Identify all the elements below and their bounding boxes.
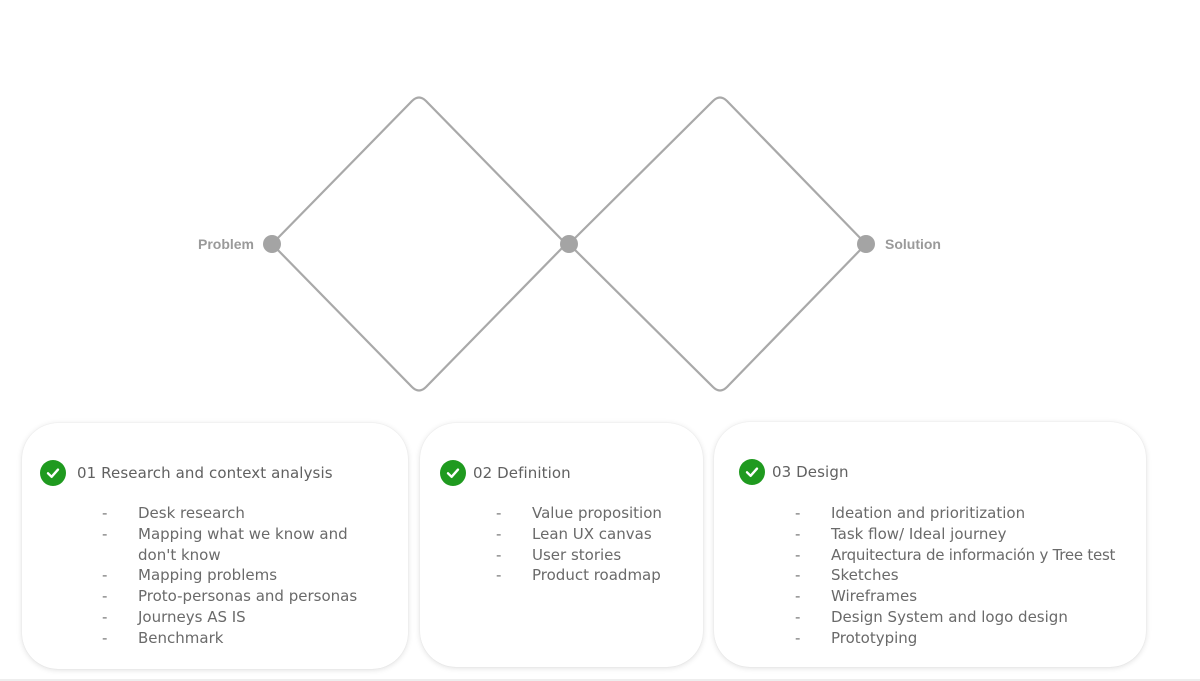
list-item: -Value proposition: [496, 504, 662, 522]
list-item-text: Arquitectura de información y Tree test: [831, 545, 1116, 564]
bottom-divider: [0, 679, 1200, 681]
phase-title: 01 Research and context analysis: [77, 464, 333, 482]
list-item: -Ideation and prioritization: [795, 504, 1026, 522]
list-item-text: Task flow/ Ideal journey: [831, 524, 1007, 543]
list-item-text: Journeys AS IS: [138, 607, 246, 626]
phase-title: 02 Definition: [473, 464, 571, 482]
list-item: -Mapping problems: [102, 566, 278, 585]
list-item-text: Proto-personas and personas: [138, 587, 358, 606]
phase-task-list: -Ideation and prioritization -Task flow/…: [795, 503, 1140, 649]
list-item: -Wireframes: [795, 587, 918, 606]
list-item: -Benchmark: [102, 628, 224, 647]
list-item-text: Prototyping: [831, 628, 918, 647]
list-item: -Product roadmap: [496, 566, 661, 585]
list-item-text: Mapping problems: [138, 566, 278, 585]
list-item-text: Product roadmap: [532, 566, 661, 585]
list-item: -User stories: [496, 545, 622, 564]
phase-title: 03 Design: [772, 463, 849, 481]
list-item: -Journeys AS IS: [102, 607, 246, 626]
list-item: -Design System and logo design: [795, 607, 1068, 626]
list-item-text: Design System and logo design: [831, 607, 1068, 626]
list-item-text: Ideation and prioritization: [831, 504, 1026, 522]
list-item-text: Desk research: [138, 504, 245, 522]
check-circle-icon: [40, 460, 66, 486]
list-item: -Prototyping: [795, 628, 918, 647]
list-item: -Arquitectura de información y Tree test: [795, 545, 1116, 564]
list-item-text: Lean UX canvas: [532, 524, 652, 543]
phase-card-research: 01 Research and context analysis -Desk r…: [22, 423, 408, 669]
list-item-text: Benchmark: [138, 628, 224, 647]
list-item-text: Sketches: [831, 566, 899, 585]
solution-label: Solution: [885, 236, 941, 252]
list-item: -Proto-personas and personas: [102, 587, 358, 606]
phase-task-list: -Desk research -Mapping what we know and…: [102, 503, 382, 649]
problem-node: [263, 235, 281, 253]
list-item: -Lean UX canvas: [496, 524, 652, 543]
phase-card-definition: 02 Definition -Value proposition -Lean U…: [420, 423, 703, 667]
list-item-text: Value proposition: [532, 504, 662, 522]
center-node: [560, 235, 578, 253]
second-diamond: [567, 96, 868, 392]
phase-card-design: 03 Design -Ideation and prioritization -…: [714, 422, 1146, 667]
list-item: -Desk research: [102, 504, 245, 522]
phase-card-header: 03 Design: [739, 459, 849, 485]
list-item: -Mapping what we know and don't know: [102, 524, 348, 564]
problem-label: Problem: [198, 236, 254, 252]
check-circle-icon: [739, 459, 765, 485]
list-item: -Sketches: [795, 566, 899, 585]
list-item-text: Wireframes: [831, 587, 918, 606]
double-diamond-diagram: Problem Solution: [198, 96, 941, 392]
phase-card-header: 02 Definition: [440, 460, 571, 486]
solution-node: [857, 235, 875, 253]
phase-card-header: 01 Research and context analysis: [40, 460, 333, 486]
check-circle-icon: [440, 460, 466, 486]
phase-task-list: -Value proposition -Lean UX canvas -User…: [496, 503, 696, 586]
list-item: -Task flow/ Ideal journey: [795, 524, 1007, 543]
list-item-text: Mapping what we know and don't know: [138, 524, 348, 564]
first-diamond: [270, 96, 568, 392]
list-item-text: User stories: [532, 545, 622, 564]
